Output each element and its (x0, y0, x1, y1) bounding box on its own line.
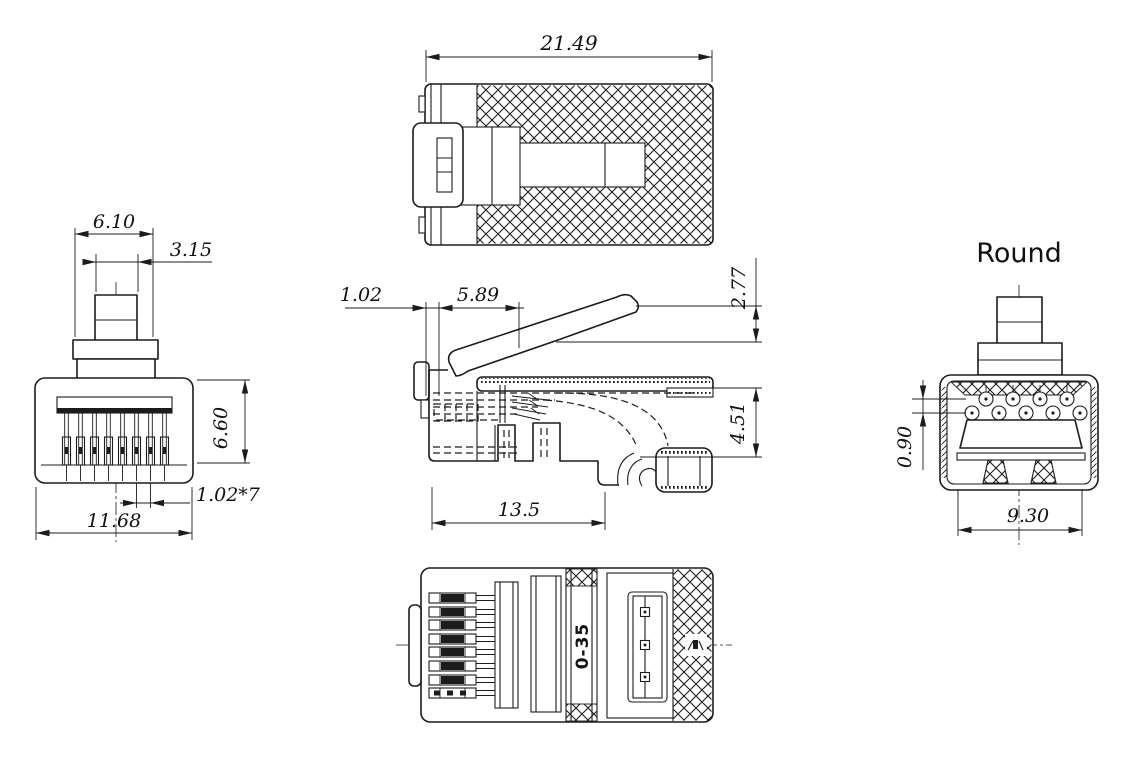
bottom-view-bar1 (494, 581, 519, 709)
side-dim-body-length: 13.5 (498, 499, 540, 521)
front-dim-latch-width: 3.15 (170, 239, 212, 261)
rear-view-band (956, 452, 1086, 461)
top-view-latch-slot (436, 137, 453, 193)
front-view-flange (72, 339, 159, 360)
side-view-bottom-outline (428, 370, 619, 486)
front-dim-body-width: 11.68 (87, 510, 141, 532)
rear-view-foot-right (1030, 459, 1057, 484)
side-view-front-bumper (413, 361, 430, 401)
bottom-view-panel-squares (639, 606, 651, 683)
side-view-latch-lever (447, 293, 640, 377)
bottom-view-marking: 0-35 (573, 623, 593, 670)
rear-view-boot (996, 296, 1043, 346)
bottom-view: 0-35 (396, 567, 732, 723)
top-view: 21.49 (412, 31, 714, 246)
rear-view-wall-hatch-left (941, 387, 947, 478)
rear-view-wall-hatch-right (1091, 387, 1097, 478)
rear-dim-body-width: 9.30 (1007, 505, 1049, 527)
top-dim-overall-length: 21.49 (539, 31, 598, 55)
side-view-front-step (420, 399, 430, 419)
rear-view-flange (977, 342, 1063, 376)
bottom-view-strip-hatch-top (565, 568, 598, 587)
front-view-pins (61, 413, 170, 481)
top-view-window (496, 142, 646, 188)
side-view-strip-serration (480, 378, 710, 383)
rear-view-load-bar (959, 419, 1083, 449)
front-dim-flange-width: 6.10 (93, 211, 135, 233)
rear-dim-wire-row-offset: 0.90 (894, 426, 916, 468)
side-dim-latch-length: 5.89 (457, 284, 499, 306)
top-view-latch-step1 (459, 126, 493, 206)
bottom-view-tab (408, 604, 422, 687)
rear-view: Round 0.90 9.30 (894, 238, 1099, 545)
side-view-cable-grip (655, 447, 713, 493)
side-view-hidden-lines (433, 392, 695, 454)
top-view-tab-upper (418, 95, 426, 113)
front-dim-contact-pitch: 1.02*7 (196, 484, 261, 506)
side-dim-opening-height: 4.51 (727, 402, 749, 445)
side-dim-latch-height: 2.77 (728, 266, 750, 310)
side-view-crimp-tang (617, 452, 657, 487)
rear-view-wire-circles (964, 385, 1088, 421)
top-view-tab-lower (418, 216, 426, 234)
bottom-view-contact-rows (428, 592, 495, 699)
rear-view-foot-left (982, 459, 1009, 484)
top-view-latch-step2 (489, 126, 521, 206)
side-view-cable-path (544, 392, 669, 448)
bottom-view-strip-hatch-bottom (565, 703, 598, 722)
side-dim-contact-offset: 1.02 (340, 284, 382, 306)
side-view-wire-fan (511, 392, 549, 421)
front-view-body (34, 377, 194, 484)
front-dim-body-height: 6.60 (210, 407, 232, 449)
side-view: 1.02 5.89 2.77 4.51 13.5 (340, 258, 762, 530)
rear-view-label: Round (976, 238, 1061, 269)
front-view: 6.10 3.15 6.60 1.02*7 11.68 (34, 211, 261, 542)
front-view-neck (76, 358, 156, 381)
